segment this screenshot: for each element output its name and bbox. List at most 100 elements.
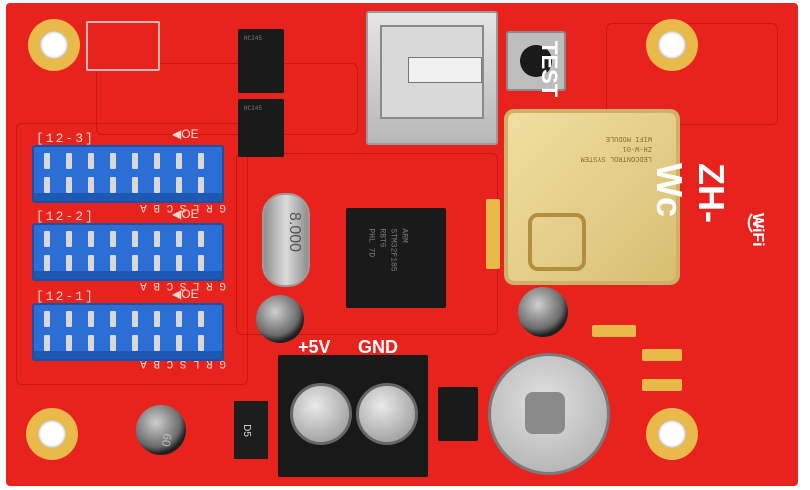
header-pin — [176, 177, 182, 193]
terminal-screw-icon[interactable] — [290, 383, 352, 445]
diode-label: D5 — [240, 424, 252, 437]
header-1-pin-labels: G R L S C B A — [140, 357, 226, 369]
header-pin — [66, 231, 72, 247]
header-pin — [44, 255, 50, 271]
jumper-header — [86, 21, 160, 71]
wifi-module-line: ZH-W-01 — [622, 144, 652, 152]
buffer-chip: HC245 — [238, 99, 284, 157]
header-pin — [198, 255, 204, 271]
mcu-text: ARM STM32F105 RBT6 PHL 7D — [366, 228, 410, 271]
wifi-icon — [747, 213, 759, 233]
header-1-title: [12-1] — [36, 289, 95, 304]
header-2-title: [12-2] — [36, 209, 95, 224]
power-terminal[interactable] — [278, 355, 428, 477]
header-pin — [88, 311, 94, 327]
header-pin — [88, 177, 94, 193]
header-pin — [110, 255, 116, 271]
header-pin — [88, 231, 94, 247]
header-pin — [154, 231, 160, 247]
mounting-hole — [26, 408, 78, 460]
test-button[interactable] — [506, 31, 566, 91]
header-3-title: [12-3] — [36, 131, 95, 146]
usb-port-tongue — [408, 57, 482, 83]
mcu-line: PHL 7D — [366, 228, 376, 258]
buffer-chip-label: HC245 — [244, 35, 263, 42]
header-pin — [88, 153, 94, 169]
mcu-line: ARM — [399, 228, 409, 243]
electrolytic-capacitor — [518, 287, 568, 337]
power-plus-label: +5V — [298, 337, 331, 357]
mcu-line: STM32F105 — [388, 228, 398, 272]
header-pin — [176, 231, 182, 247]
header-pin — [110, 153, 116, 169]
header-pin — [198, 335, 204, 351]
hub-header-2 — [32, 223, 224, 281]
usb-port-opening — [380, 25, 484, 119]
hub-header-1 — [32, 303, 224, 361]
mounting-hole — [646, 19, 698, 71]
test-label: TEST — [537, 41, 562, 98]
crystal-label: 8.000 — [286, 211, 304, 253]
header-pin — [110, 231, 116, 247]
mcu-chip: ARM STM32F105 RBT6 PHL 7D — [346, 208, 446, 308]
header-pin — [66, 255, 72, 271]
header-3-oe-label: ◀OE — [172, 127, 199, 141]
header-pin — [132, 311, 138, 327]
header-pin — [132, 231, 138, 247]
header-pin — [132, 177, 138, 193]
header-pin — [66, 177, 72, 193]
wifi-module-line: WIFI MODULE — [605, 134, 652, 142]
terminal-screw-icon[interactable] — [356, 383, 418, 445]
pad-column — [486, 199, 500, 269]
pad-row — [642, 379, 682, 391]
header-pin — [44, 231, 50, 247]
header-pin — [110, 335, 116, 351]
model-label: ZH-Wc — [649, 163, 732, 223]
pad-row — [642, 349, 682, 361]
electrolytic-capacitor — [136, 405, 186, 455]
header-pin — [44, 335, 50, 351]
header-pin — [132, 335, 138, 351]
mounting-hole — [28, 19, 80, 71]
header-1-oe-label: ◀OE — [172, 287, 199, 301]
header-pin — [88, 335, 94, 351]
usb-port[interactable] — [366, 11, 498, 145]
header-pin — [66, 311, 72, 327]
header-pin — [198, 231, 204, 247]
buffer-chip-label: HC245 — [244, 105, 263, 112]
hub-header-3 — [32, 145, 224, 203]
pcb-trace — [606, 23, 778, 125]
power-gnd-label: GND — [358, 337, 398, 357]
wifi-module: LEDCONTROL SYSTEM ZH-W-01 WIFI MODULE — [508, 113, 676, 281]
header-pin — [88, 255, 94, 271]
header-pin — [176, 153, 182, 169]
header-pin — [44, 153, 50, 169]
header-pin — [110, 311, 116, 327]
mcu-line: RBT6 — [377, 228, 387, 248]
header-pin — [110, 177, 116, 193]
header-pin — [176, 255, 182, 271]
header-pin — [132, 255, 138, 271]
buffer-chip: HC245 — [238, 29, 284, 93]
pcb-trace — [96, 63, 358, 135]
mounting-hole — [646, 408, 698, 460]
module-logo-icon — [528, 213, 586, 271]
header-pin — [44, 177, 50, 193]
header-pin — [44, 311, 50, 327]
header-pin — [66, 335, 72, 351]
electrolytic-capacitor — [256, 295, 304, 343]
regulator-chip — [438, 387, 478, 441]
pcb-trace — [16, 123, 248, 385]
crystal-oscillator: 8.000 — [262, 193, 310, 287]
led-controller-board: [12-3] ◀OE G R L S C B A [12-2] ◀OE G R … — [6, 3, 798, 486]
header-pin — [198, 153, 204, 169]
battery-holder — [488, 353, 610, 475]
header-pin — [154, 153, 160, 169]
header-pin — [198, 177, 204, 193]
header-pin — [198, 311, 204, 327]
pad-row — [592, 325, 636, 337]
header-pin — [154, 335, 160, 351]
capacitor-label: 60 — [158, 432, 175, 448]
header-pin — [132, 153, 138, 169]
wifi-module-text: LEDCONTROL SYSTEM ZH-W-01 WIFI MODULE — [532, 133, 652, 163]
